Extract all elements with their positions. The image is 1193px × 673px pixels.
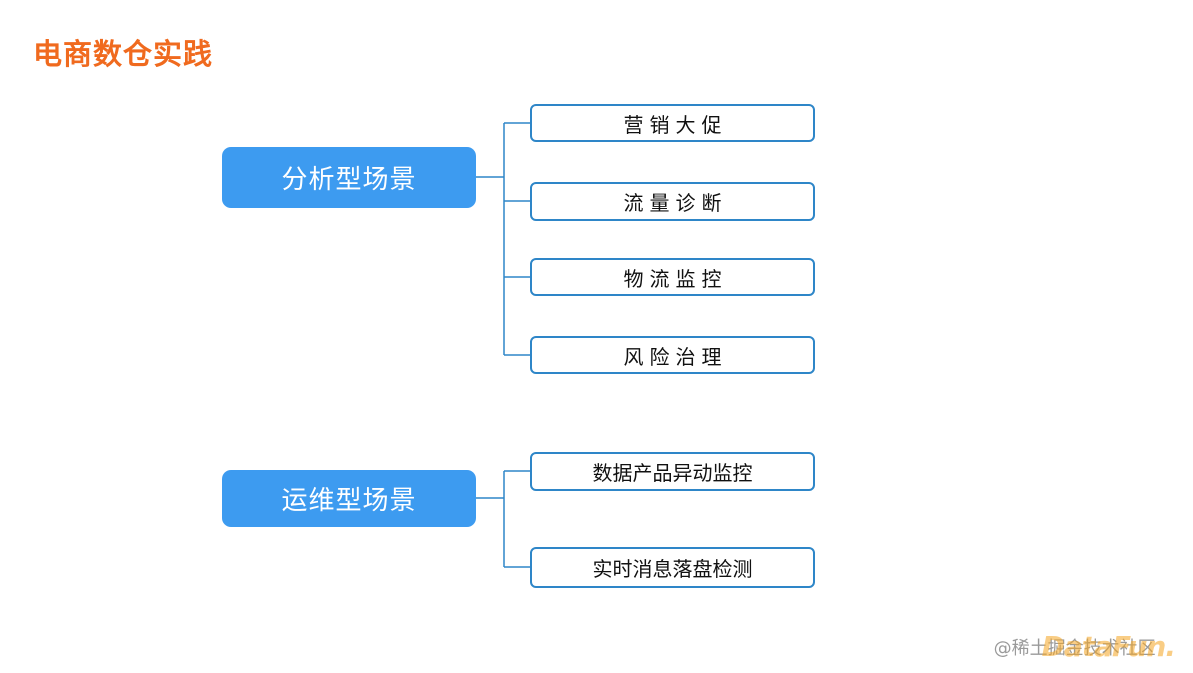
category-operations: 运维型场景 — [222, 470, 476, 527]
datafun-logo: DataFun. — [1041, 630, 1176, 663]
leaf-realtime-message-landing-check: 实时消息落盘检测 — [530, 547, 815, 588]
page-title: 电商数仓实践 — [33, 37, 214, 71]
leaf-logistics-monitoring: 物流监控 — [530, 258, 815, 296]
watermark-text: @稀土掘金技术社区 — [993, 637, 1156, 659]
leaf-marketing-promotion: 营销大促 — [530, 104, 815, 142]
watermark: @稀土掘金技术社区 DataFun. — [993, 630, 1176, 663]
category-analysis: 分析型场景 — [222, 147, 476, 208]
leaf-data-product-anomaly-monitoring: 数据产品异动监控 — [530, 452, 815, 491]
leaf-traffic-diagnosis: 流量诊断 — [530, 182, 815, 221]
leaf-risk-governance: 风险治理 — [530, 336, 815, 374]
